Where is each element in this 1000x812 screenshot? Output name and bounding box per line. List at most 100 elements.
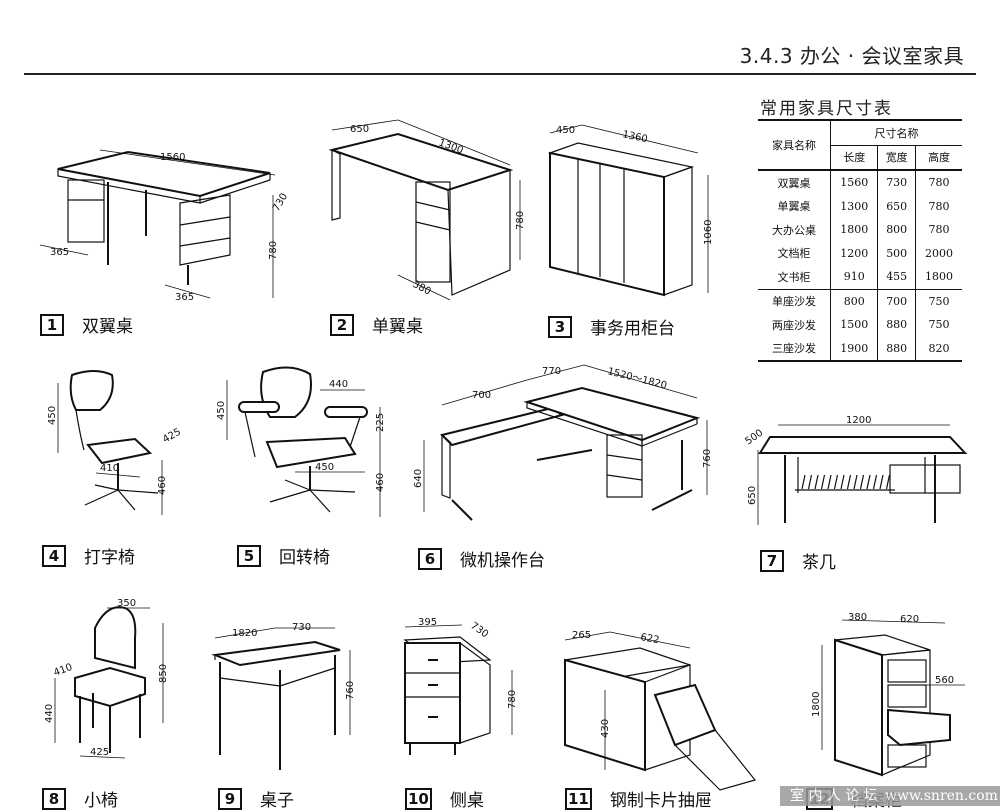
length-cell: 1800 xyxy=(830,218,878,242)
dim-pedestal-right: 365 xyxy=(175,292,194,303)
shelf-slat xyxy=(807,474,813,490)
dim-seat-height: 460 xyxy=(157,476,168,495)
shelf-slat xyxy=(846,474,852,490)
dim-depth: 450 xyxy=(556,125,575,136)
dim-length: 1820 xyxy=(232,628,257,639)
caption-2: 2 单翼桌 xyxy=(330,312,423,337)
table-drawing: 1820 730 760 xyxy=(211,622,356,770)
chair-drawing: 350 410 850 440 425 xyxy=(44,598,169,759)
furniture-name: 文书柜 xyxy=(777,270,811,284)
shelf-slat xyxy=(820,474,826,490)
dim-width: 650 xyxy=(350,124,369,135)
width-cell: 650 xyxy=(877,194,916,218)
height-cell: 2000 xyxy=(914,241,962,265)
caption-3: 3 事务用柜台 xyxy=(548,314,675,339)
cabinet-drawing: 380 620 560 1800 xyxy=(811,612,965,777)
width-cell: 700 xyxy=(877,288,916,313)
dim-back-height: 450 xyxy=(216,401,227,420)
length-cell: 1900 xyxy=(830,336,878,362)
shelf-slat xyxy=(859,474,865,490)
section-title: 3.4.3 办公 · 会议室家具 xyxy=(739,44,964,68)
caption-4: 4 打字椅 xyxy=(42,543,135,568)
width-cell: 880 xyxy=(877,336,916,362)
dim-height: 780 xyxy=(515,211,526,230)
dim-wing-depth: 770 xyxy=(542,366,561,377)
dim-length: 1200 xyxy=(846,415,871,426)
dim-seat-depth: 410 xyxy=(52,662,74,679)
dim-depth: 620 xyxy=(900,614,919,625)
dim-width: 410 xyxy=(100,463,119,474)
caption-8: 8 小椅 xyxy=(42,786,118,811)
figure-label: 桌子 xyxy=(260,791,294,811)
length-cell: 1500 xyxy=(830,313,878,337)
watermark: 室 内 人 论 坛 www.snren.com xyxy=(780,786,1000,806)
caption-6: 6 微机操作台 xyxy=(418,546,545,571)
dim-depth: 730 xyxy=(468,620,490,640)
length-cell: 910 xyxy=(830,265,878,289)
dim-main-length: 1520～1820 xyxy=(606,366,668,391)
width-cell: 800 xyxy=(877,218,916,242)
furniture-name: 单翼桌 xyxy=(777,200,811,214)
figure-number: 6 xyxy=(418,547,442,570)
chair-drawing: 450 440 225 450 460 xyxy=(216,366,386,517)
caption-11: 11 钢制卡片抽屉 xyxy=(565,786,712,811)
dim-arm-height: 225 xyxy=(375,413,386,432)
dim-seat-width: 450 xyxy=(315,462,334,473)
table-drawing: 1200 500 650 xyxy=(743,415,968,525)
col-header-height: 高度 xyxy=(914,144,962,171)
figure-number: 11 xyxy=(565,787,592,810)
shelf-slat xyxy=(827,474,832,490)
dim-height: 650 xyxy=(747,486,758,505)
dim-main-height: 760 xyxy=(702,449,713,468)
dim-height: 1060 xyxy=(703,220,714,245)
dim-back-width: 350 xyxy=(117,598,136,609)
figure-number: 5 xyxy=(237,544,261,567)
width-cell: 730 xyxy=(877,170,916,195)
shelf-slat xyxy=(853,474,858,490)
dim-seat-height: 440 xyxy=(44,704,55,723)
width-cell: 880 xyxy=(877,313,916,337)
caption-1: 1 双翼桌 xyxy=(40,312,133,337)
furniture-name: 文档柜 xyxy=(777,247,811,261)
drawer-drawing: 265 622 430 xyxy=(564,630,757,791)
dim-drawer-extension: 560 xyxy=(935,675,954,686)
figure-label: 茶几 xyxy=(802,553,836,573)
dim-seat-height: 460 xyxy=(375,473,386,492)
furniture-name: 大办公桌 xyxy=(772,223,817,237)
watermark-url: www.snren.com xyxy=(885,788,998,804)
figure-number: 8 xyxy=(42,787,66,810)
dim-height: 430 xyxy=(600,719,611,738)
dim-back-height: 450 xyxy=(47,406,58,425)
header-rule xyxy=(24,73,976,75)
height-cell: 750 xyxy=(914,288,962,313)
caption-9: 9 桌子 xyxy=(218,786,294,811)
furniture-name: 三座沙发 xyxy=(758,336,831,362)
height-cell: 1800 xyxy=(914,265,962,289)
furniture-name: 单座沙发 xyxy=(758,288,831,313)
figure-number: 7 xyxy=(760,549,784,572)
dim-width: 730 xyxy=(271,191,290,213)
group-header: 尺寸名称 xyxy=(830,119,962,145)
height-cell: 750 xyxy=(914,313,962,337)
figure-number: 10 xyxy=(405,787,432,810)
desk-drawing: 395 730 780 xyxy=(403,617,518,755)
dim-height: 780 xyxy=(268,241,279,260)
figure-label: 钢制卡片抽屉 xyxy=(609,791,712,811)
figure-number: 1 xyxy=(40,313,64,336)
caption-7: 7 茶几 xyxy=(760,548,836,573)
dim-height: 760 xyxy=(345,681,356,700)
dim-seat-width: 425 xyxy=(90,747,109,758)
dim-height: 1800 xyxy=(811,692,822,717)
figure-number: 4 xyxy=(42,544,66,567)
figure-label: 打字椅 xyxy=(84,548,135,568)
figure-label: 事务用柜台 xyxy=(590,319,675,339)
length-cell: 1560 xyxy=(830,170,878,195)
shelf-slat xyxy=(801,474,806,490)
watermark-text: 室 内 人 论 坛 xyxy=(790,788,878,804)
shelf-slat xyxy=(814,474,819,490)
